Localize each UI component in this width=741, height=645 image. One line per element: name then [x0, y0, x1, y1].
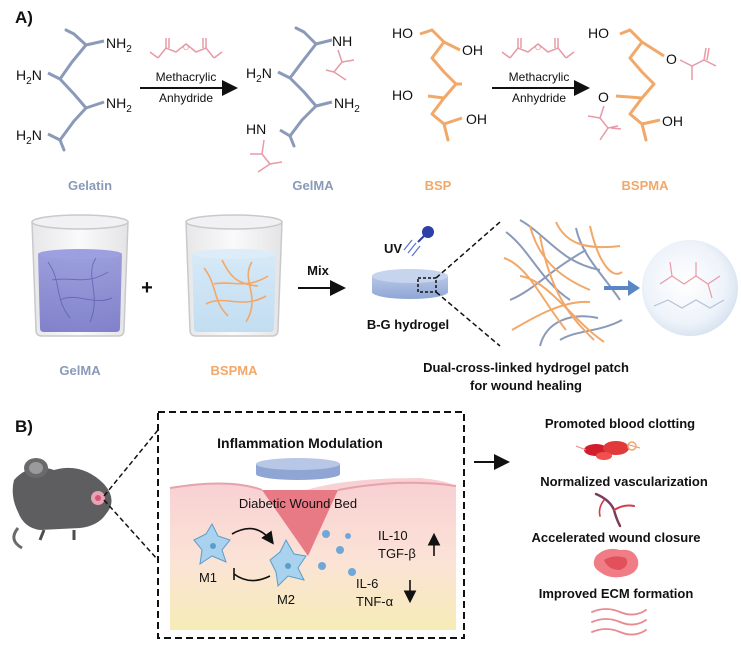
panel-a-label: A)	[15, 8, 33, 27]
svg-text:NH2: NH2	[334, 95, 360, 115]
outcome-vascularization: Normalized vascularization	[540, 474, 708, 489]
panel-b-label: B)	[15, 417, 33, 436]
reaction-label-4: Anhydride	[512, 91, 566, 105]
bsp-structure: HO OH HO OH	[392, 25, 487, 142]
svg-text:HO: HO	[392, 87, 413, 103]
svg-text:HN: HN	[246, 121, 266, 137]
m1-to-m2-arrow	[231, 527, 274, 545]
wound-bed-label: Diabetic Wound Bed	[239, 496, 357, 511]
svg-text:O: O	[535, 43, 541, 52]
tnfa-label: TNF-α	[356, 594, 394, 609]
zoom-arrow-icon	[604, 280, 640, 296]
svg-text:HO: HO	[392, 25, 413, 41]
svg-text:O: O	[598, 89, 609, 105]
plus-sign: +	[141, 277, 153, 299]
svg-text:OH: OH	[462, 42, 483, 58]
mouse-icon	[12, 458, 112, 550]
m1-macrophage-icon	[193, 522, 231, 566]
box-title: Inflammation Modulation	[217, 435, 383, 451]
tgfb-label: TGF-β	[378, 546, 416, 561]
blood-clot-icon	[575, 441, 641, 460]
bspma-structure: HO O O OH	[587, 25, 717, 142]
blood-vessel-icon	[594, 492, 635, 528]
beaker-gelma-label: GelMA	[59, 363, 101, 378]
m2-inhibit-m1	[233, 573, 271, 582]
reaction-label-3: Methacrylic	[509, 70, 570, 84]
svg-text:HO: HO	[588, 25, 609, 41]
il6-label: IL-6	[356, 576, 378, 591]
uv-lamp-icon	[403, 226, 434, 257]
molecule-sphere	[642, 240, 738, 336]
ecm-fiber-icon	[591, 608, 647, 636]
gelatin-label: Gelatin	[68, 178, 112, 193]
outcome-wound-closure: Accelerated wound closure	[531, 530, 700, 545]
m1-label: M1	[199, 570, 217, 585]
svg-text:NH2: NH2	[106, 35, 132, 55]
reaction-label-2: Anhydride	[159, 91, 213, 105]
svg-text:H2N: H2N	[16, 127, 42, 147]
wound-tissue	[169, 478, 457, 630]
cytokine-dots	[318, 530, 356, 576]
gelatin-structure: NH2 H2N NH2 H2N	[16, 28, 132, 152]
patch-caption-line2: for wound healing	[470, 378, 582, 393]
svg-text:O: O	[666, 51, 677, 67]
mix-label: Mix	[307, 263, 329, 278]
zoom-line-bottom	[435, 291, 501, 347]
beaker-gelma	[31, 214, 129, 337]
mouse-zoom-line-top	[103, 429, 159, 497]
svg-text:NH2: NH2	[106, 95, 132, 115]
wound-detail-box	[157, 411, 465, 639]
hydrogel-disc	[372, 269, 448, 299]
reaction-label-1: Methacrylic	[156, 70, 217, 84]
svg-text:H2N: H2N	[246, 65, 272, 85]
svg-text:OH: OH	[662, 113, 683, 129]
bsp-label: BSP	[425, 178, 452, 193]
gelma-structure: NH H2N NH2 HN	[246, 26, 360, 173]
wound-closure-icon	[593, 548, 639, 578]
gelma-label: GelMA	[292, 178, 334, 193]
svg-text:H2N: H2N	[16, 67, 42, 87]
m2-macrophage-icon	[269, 538, 307, 588]
svg-text:O: O	[183, 43, 189, 52]
mouse-zoom-line-bottom	[103, 499, 159, 561]
zoom-line-top	[435, 221, 501, 279]
il10-label: IL-10	[378, 528, 408, 543]
hydrogel-label: B-G hydrogel	[367, 317, 449, 332]
outcome-ecm-formation: Improved ECM formation	[539, 586, 694, 601]
svg-text:OH: OH	[466, 111, 487, 127]
crosslinked-network	[503, 219, 623, 347]
uv-label: UV	[384, 241, 402, 256]
methacrylic-anhydride-icon	[149, 38, 223, 59]
hydrogel-patch	[256, 458, 340, 480]
bspma-label: BSPMA	[622, 178, 670, 193]
beaker-bspma	[185, 214, 283, 337]
svg-text:NH: NH	[332, 33, 352, 49]
beaker-bspma-label: BSPMA	[211, 363, 259, 378]
outcome-blood-clotting: Promoted blood clotting	[545, 416, 695, 431]
patch-caption-line1: Dual-cross-linked hydrogel patch	[423, 360, 629, 375]
methacrylic-anhydride-icon-2	[501, 38, 575, 59]
m2-label: M2	[277, 592, 295, 607]
